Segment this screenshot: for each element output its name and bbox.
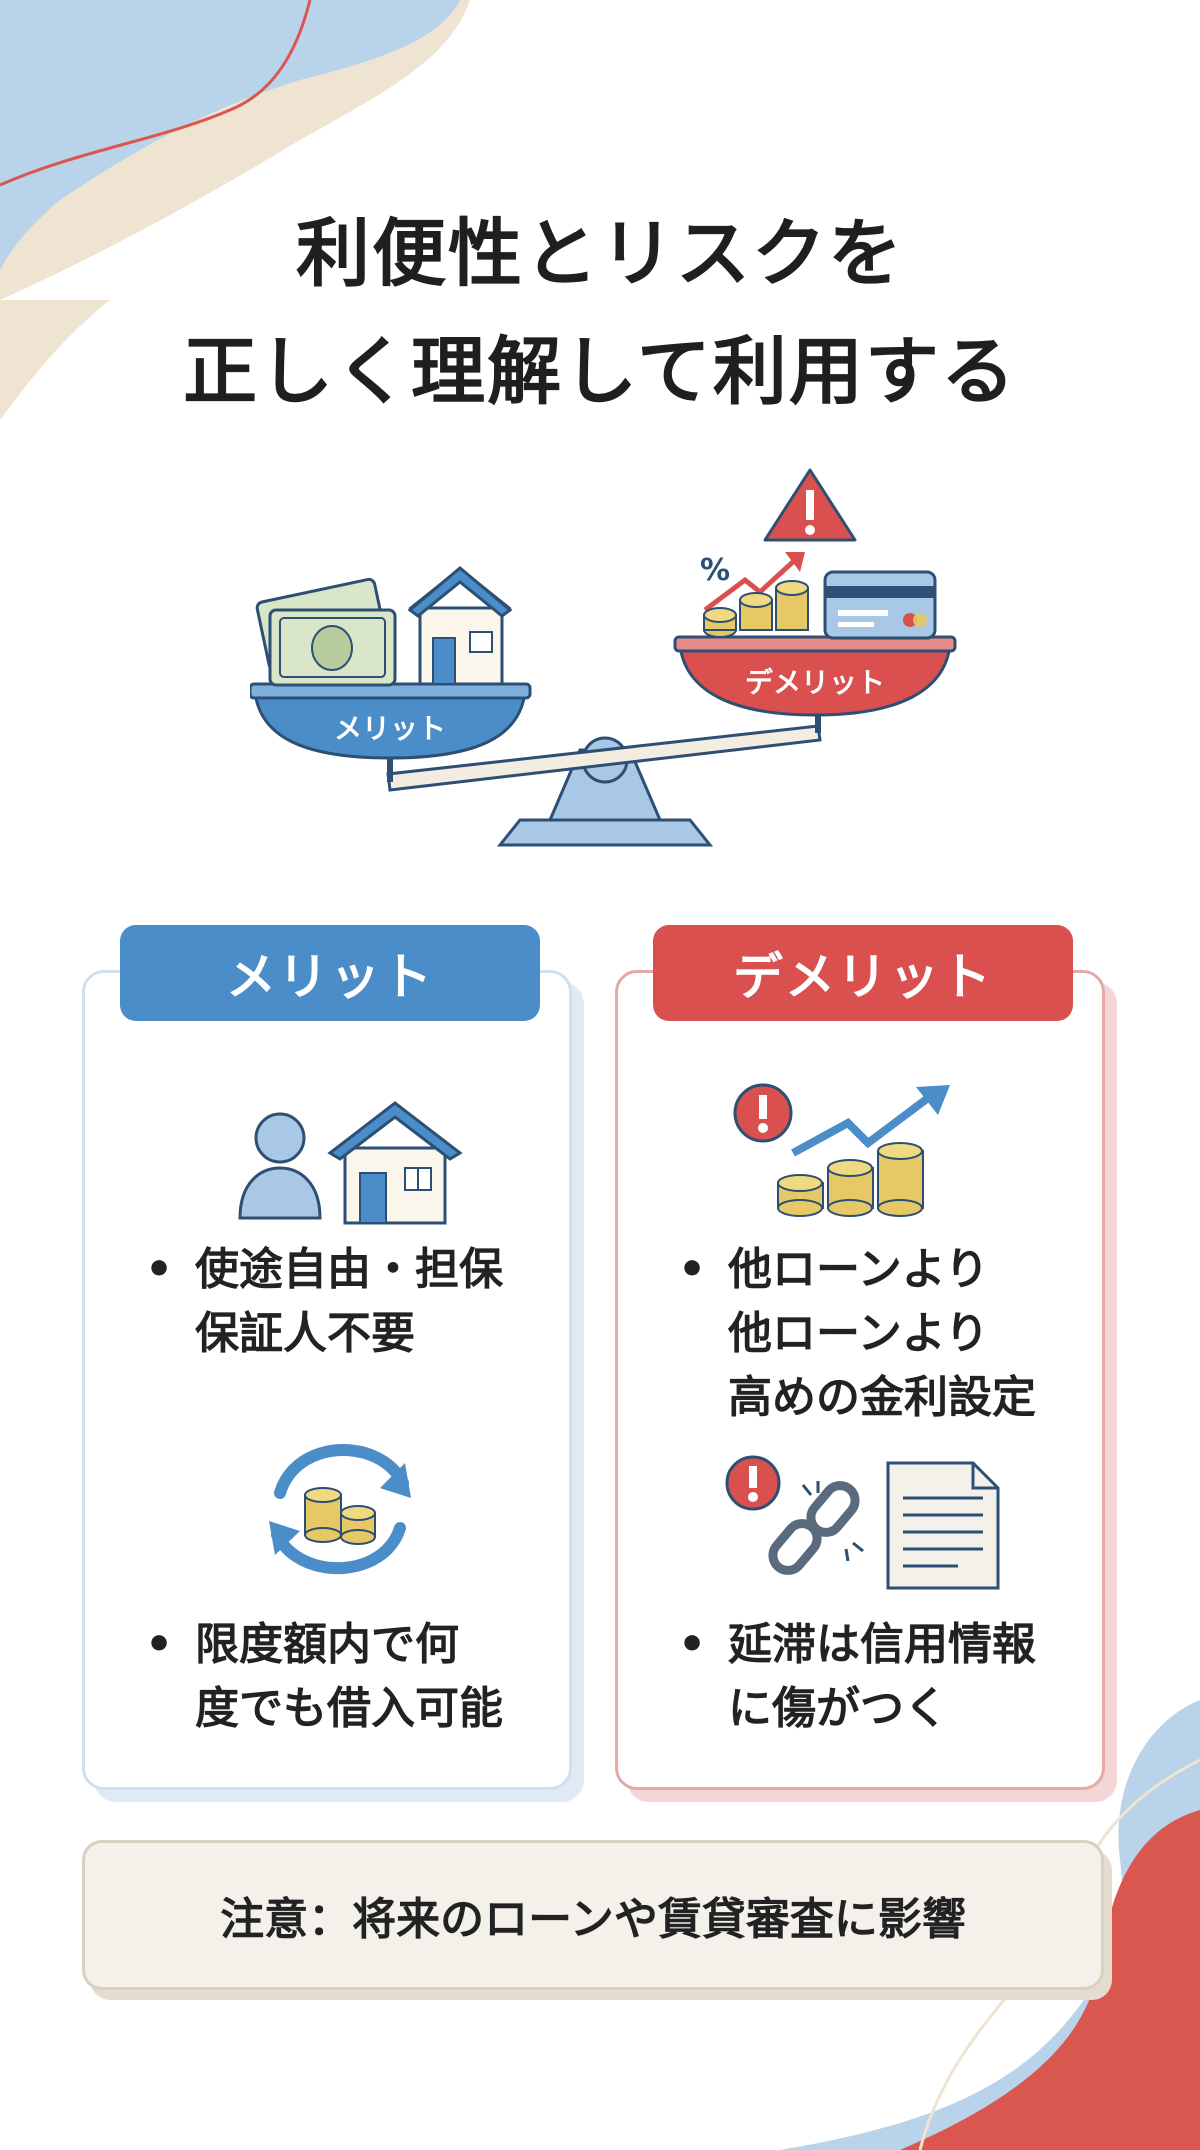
- person-icon: [238, 1112, 322, 1220]
- coins-icon: [304, 1487, 376, 1545]
- merit-header: メリット: [120, 925, 540, 1021]
- merit-item-2-line-1: 限度額内で何: [195, 1619, 459, 1670]
- warning-icon: [733, 1083, 793, 1143]
- demerit-item-2-line-1: 延滞は信用情報: [728, 1619, 1036, 1670]
- notice-banner: 注意：将来のローンや賃貸審査に影響: [82, 1840, 1104, 1990]
- house-icon: [407, 566, 513, 686]
- demerit-item-1: • 他ローンより 他ローンより 高めの金利設定: [678, 1238, 1078, 1430]
- broken-chain-icon: [768, 1481, 864, 1575]
- merit-item-2-line-2: 度でも借入可能: [195, 1683, 503, 1734]
- merit-item-1: • 使途自由・担保 保証人不要: [145, 1238, 545, 1366]
- demerit-item-1-line-3: 高めの金利設定: [728, 1372, 1036, 1423]
- demerit-pan: デメリット: [673, 635, 957, 717]
- demerit-item-1-line-1: 他ローンより: [728, 1244, 989, 1295]
- warning-rising-coins-icon: [733, 1083, 950, 1217]
- merit-item-1-line-2: 保証人不要: [195, 1308, 415, 1359]
- merit-card: メリット • 使途自由・担保 保証人不要: [82, 925, 572, 1790]
- demerit-header: デメリット: [653, 925, 1073, 1021]
- merit-pan-label: メリット: [334, 712, 446, 745]
- rising-chart-icon: [791, 1085, 950, 1157]
- document-icon: [886, 1461, 1000, 1590]
- demerit-item-1-line-2: 他ローンより: [728, 1308, 989, 1359]
- page-title: 利便性とリスクを 正しく理解して利用する: [0, 195, 1200, 431]
- coins-icon: [777, 1142, 924, 1217]
- warning-chain-document-icon: [725, 1455, 1000, 1590]
- bullet-dot: •: [678, 1244, 707, 1295]
- demerit-card: デメリット • 他ローンより 他ローンより 高めの金利設定: [615, 925, 1105, 1790]
- warning-icon: [763, 468, 857, 542]
- bullet-dot: •: [145, 1244, 174, 1295]
- rising-chart-icon: %: [700, 552, 805, 612]
- person-house-icon: [238, 1101, 463, 1225]
- merit-item-1-line-1: 使途自由・担保: [195, 1244, 503, 1295]
- svg-text:%: %: [700, 553, 730, 588]
- money-icon: [255, 577, 397, 687]
- balance-scale-illustration: メリット デメリット %: [250, 468, 957, 847]
- credit-card-icon: [823, 570, 937, 640]
- demerit-item-2: • 延滞は信用情報 に傷がつく: [678, 1613, 1078, 1741]
- title-line-1: 利便性とリスクを: [296, 211, 904, 297]
- demerit-item-2-line-2: に傷がつく: [728, 1683, 948, 1734]
- demerit-pan-label: デメリット: [745, 666, 885, 699]
- coins-icon: [703, 580, 809, 638]
- warning-icon: [725, 1455, 781, 1511]
- refresh-arrows-icon: [269, 1443, 411, 1575]
- house-icon: [327, 1101, 463, 1225]
- merit-pan: メリット: [250, 682, 532, 760]
- merit-item-2: • 限度額内で何 度でも借入可能: [145, 1613, 545, 1741]
- title-line-2: 正しく理解して利用する: [183, 329, 1017, 415]
- bullet-dot: •: [678, 1619, 707, 1670]
- bullet-dot: •: [145, 1619, 174, 1670]
